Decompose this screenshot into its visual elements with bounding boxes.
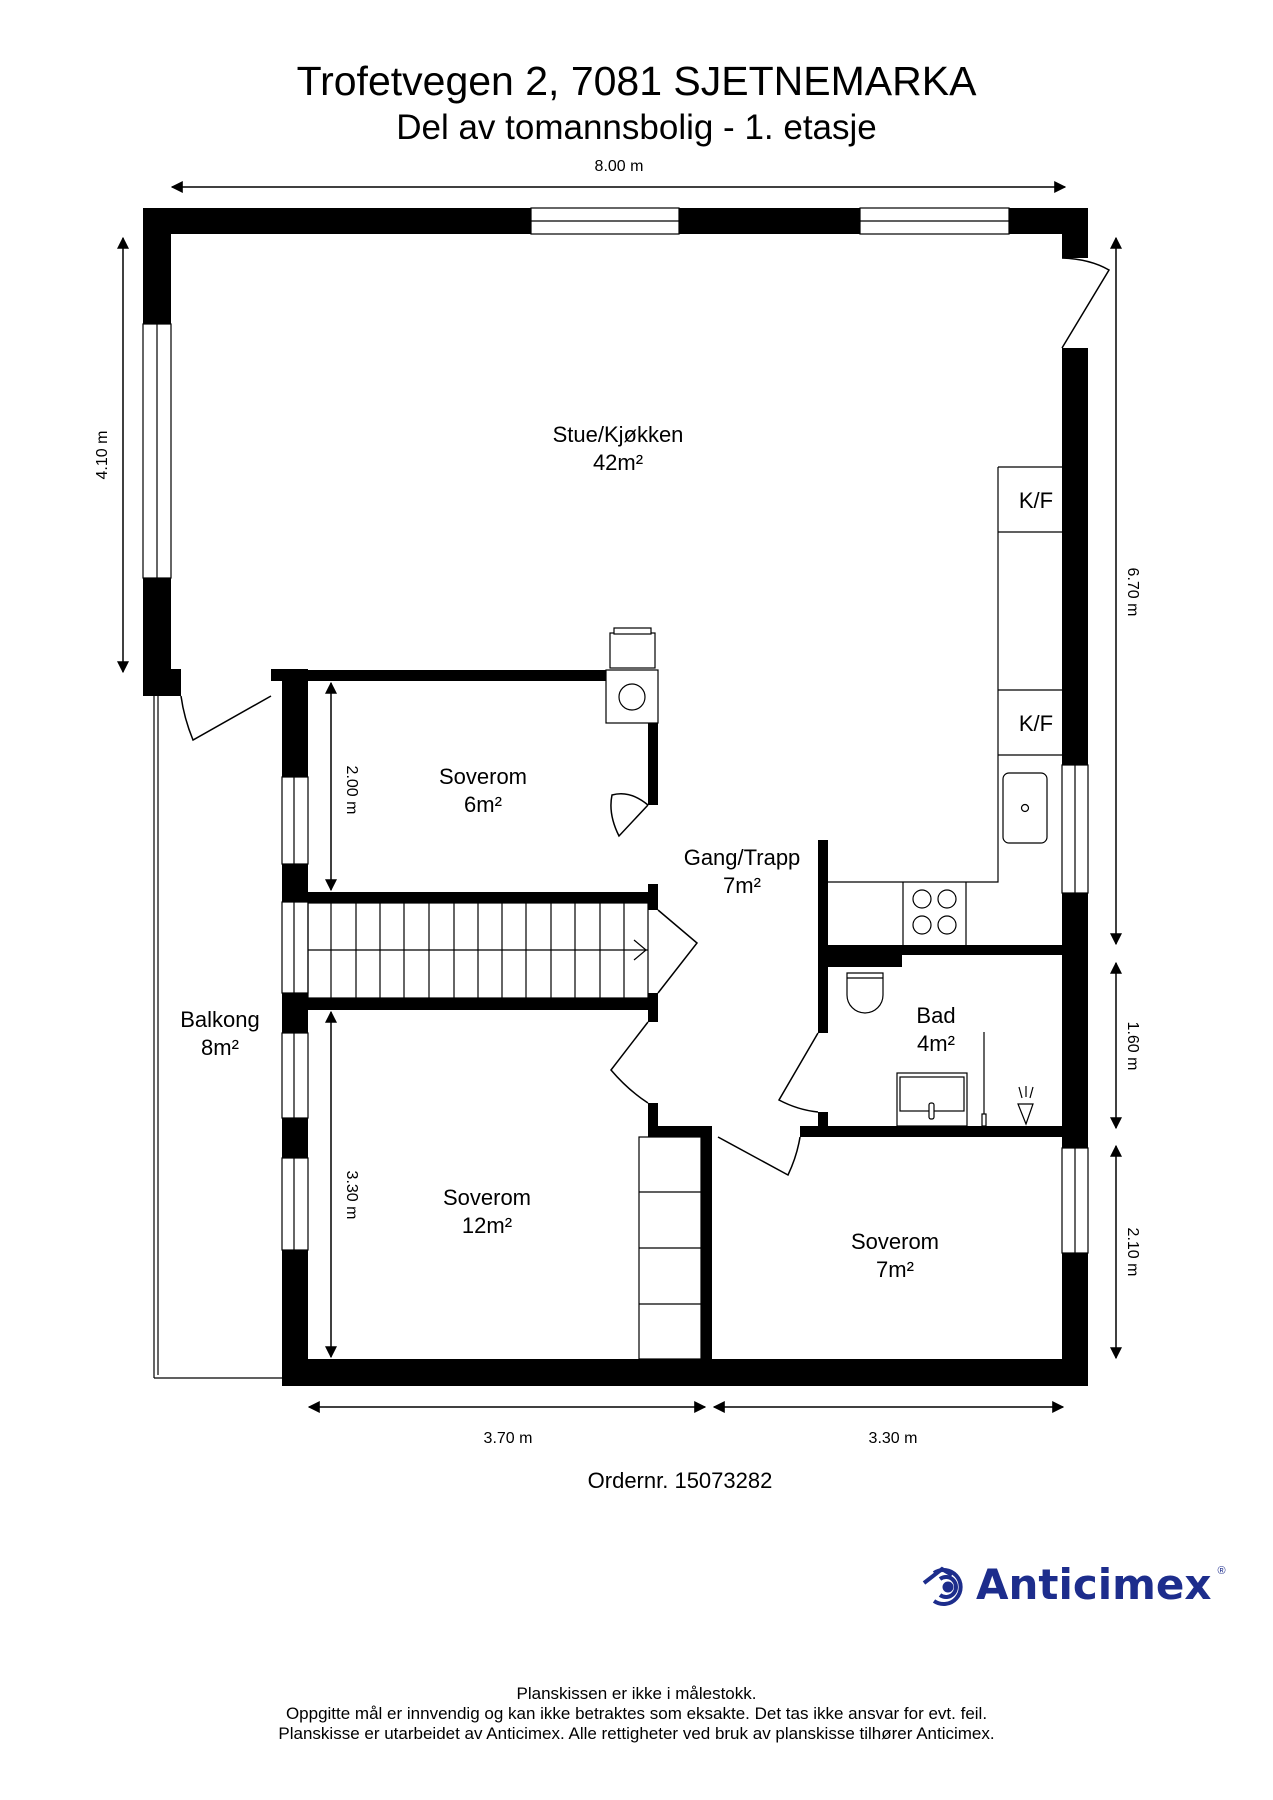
- dim-label-right-middle: 1.60 m: [1124, 1021, 1141, 1071]
- room-name: Stue/Kjøkken: [552, 422, 684, 447]
- dim-label-bottom-right: 3.30 m: [868, 1430, 918, 1447]
- plan-title: Trofetvegen 2, 7081 SJETNEMARKA: [296, 58, 977, 104]
- dim-label-soverom6: 2.00 m: [343, 765, 360, 815]
- dim-label-soverom12: 3.30 m: [343, 1170, 360, 1220]
- door-soverom6: [610, 793, 649, 838]
- windows: [142, 207, 1089, 1254]
- fixture-kf-2: K/F: [1018, 711, 1054, 736]
- room-name: Gang/Trapp: [683, 845, 801, 870]
- footer-line-2: Oppgitte mål er innvendig og kan ikke be…: [285, 1704, 988, 1723]
- room-area: 12m²: [461, 1213, 513, 1238]
- floor-drain: [1017, 1103, 1034, 1126]
- room-soverom-6: Soverom 6m²: [439, 763, 527, 819]
- footer-line-1: Planskissen er ikke i målestokk.: [516, 1684, 757, 1703]
- registered-mark: ®: [1217, 1564, 1226, 1577]
- room-bad: Bad 4m²: [916, 1002, 955, 1058]
- room-name: Balkong: [180, 1007, 260, 1032]
- room-name: Soverom: [850, 1229, 940, 1254]
- room-area: 4m²: [917, 1031, 955, 1056]
- room-area: 7m²: [876, 1257, 914, 1282]
- doors: [180, 257, 1111, 1177]
- room-name: Bad: [916, 1003, 956, 1028]
- dim-label-right-upper: 6.70 m: [1124, 567, 1141, 617]
- room-area: 8m²: [201, 1035, 239, 1060]
- anticimex-logo-text: Anticimex: [976, 1560, 1212, 1609]
- dim-label-right-lower: 2.10 m: [1124, 1227, 1141, 1277]
- kitchen-counter: [828, 466, 1062, 945]
- room-area: 6m²: [464, 792, 502, 817]
- door-stair: [657, 909, 699, 994]
- balcony-rail: [153, 696, 283, 1379]
- room-stue-kjokken: Stue/Kjøkken 42m²: [553, 421, 684, 477]
- plan-subtitle: Del av tomannsbolig - 1. etasje: [396, 108, 877, 147]
- staircase: [307, 902, 649, 999]
- window-stair: [281, 901, 309, 994]
- room-balkong: Balkong 8m²: [180, 1006, 260, 1062]
- anticimex-logo-icon: [922, 1566, 963, 1606]
- footer-line-3: Planskisse er utarbeidet av Anticimex. A…: [278, 1724, 995, 1743]
- dim-label-left: 4.10 m: [94, 430, 111, 480]
- chimney: [605, 627, 659, 724]
- room-name: Soverom: [442, 1185, 532, 1210]
- room-soverom-7: Soverom 7m²: [851, 1228, 939, 1284]
- dim-label-bottom-left: 3.70 m: [483, 1430, 533, 1447]
- anticimex-logo: Anticimex ®: [920, 1560, 1226, 1609]
- door-balcony: [180, 695, 272, 742]
- bathroom-fixtures: [846, 972, 1034, 1127]
- window-soverom6: [281, 776, 309, 865]
- toilet: [846, 972, 884, 1014]
- door-soverom12: [610, 1021, 649, 1104]
- door-bad: [777, 1032, 819, 1113]
- room-soverom-12: Soverom 12m²: [443, 1184, 531, 1240]
- window-soverom12-2: [281, 1157, 309, 1251]
- dim-label-top: 8.00 m: [594, 158, 644, 175]
- room-area: 7m²: [723, 873, 761, 898]
- door-soverom7: [717, 1136, 801, 1177]
- order-number: Ordernr. 15073282: [587, 1468, 773, 1493]
- room-name: Soverom: [438, 764, 528, 789]
- dimension-lines: [117, 181, 1122, 1413]
- room-gang-trapp: Gang/Trapp 7m²: [684, 844, 801, 900]
- walls: [143, 208, 1088, 1386]
- fixture-kf-1: K/F: [1018, 488, 1054, 513]
- room-area: 42m²: [592, 450, 644, 475]
- stove-burner: [912, 889, 932, 909]
- footer-disclaimer: Planskissen er ikke i målestokk. Oppgitt…: [0, 1684, 1273, 1744]
- door-entrance: [1061, 257, 1111, 349]
- window-soverom12-1: [281, 1032, 309, 1119]
- wardrobe: [638, 1136, 702, 1360]
